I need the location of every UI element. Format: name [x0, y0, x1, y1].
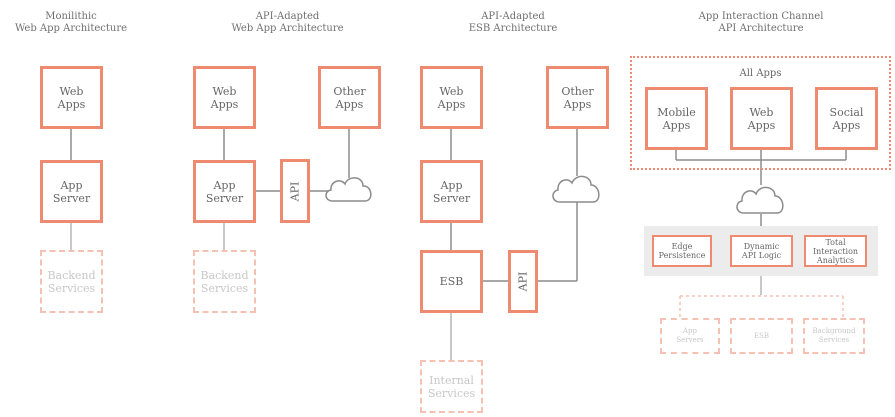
web-apps-box: Web Apps: [193, 66, 256, 129]
backend-services-box: Backend Services: [40, 250, 103, 313]
api-label: API: [288, 181, 302, 201]
esb-box: ESB: [730, 318, 793, 354]
dynamic-api-logic-box: Dynamic API Logic: [730, 235, 793, 267]
web-apps-box: Web Apps: [40, 66, 103, 129]
backend-services-box: Backend Services: [193, 250, 256, 313]
other-apps-box: Other Apps: [318, 66, 381, 129]
column-title-app-interaction: App Interaction Channel API Architecture: [698, 11, 824, 34]
api-label: API: [516, 271, 530, 292]
app-server-box: App Server: [420, 160, 483, 223]
other-apps-box: Other Apps: [546, 66, 609, 129]
app-servers-box: App Servers: [660, 318, 720, 354]
all-apps-label: All Apps: [739, 68, 782, 79]
esb-box: ESB: [420, 250, 483, 313]
app-server-box: App Server: [40, 160, 103, 223]
cloud-icon: [736, 186, 784, 214]
app-server-box: App Server: [193, 160, 256, 223]
cloud-icon: [552, 175, 600, 203]
api-box: API: [508, 250, 538, 313]
web-apps-box: Web Apps: [420, 66, 483, 129]
background-services-box: Background Services: [803, 318, 865, 354]
internal-services-box: Internal Services: [420, 360, 483, 413]
column-title-api-esb: API-Adapted ESB Architecture: [468, 11, 558, 34]
social-apps-box: Social Apps: [815, 87, 878, 150]
column-title-api-web: API-Adapted Web App Architecture: [231, 11, 344, 34]
api-box: API: [280, 159, 310, 223]
cloud-icon: [325, 177, 372, 202]
web-apps-box: Web Apps: [730, 87, 793, 150]
mobile-apps-box: Mobile Apps: [645, 87, 708, 150]
column-title-monolithic: Monilithic Web App Architecture: [14, 11, 128, 34]
all-apps-frame: [630, 56, 891, 170]
total-interaction-analytics-box: Total Interaction Analytics: [804, 235, 867, 267]
edge-persistence-box: Edge Persistence: [652, 235, 712, 267]
